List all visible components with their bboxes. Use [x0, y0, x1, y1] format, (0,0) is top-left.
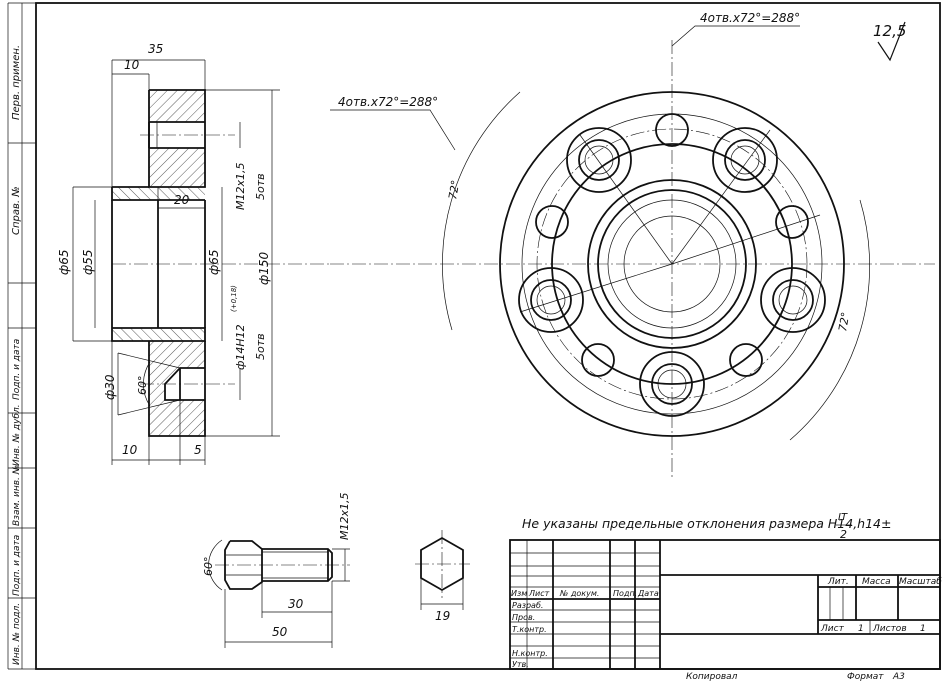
side-label-inv-podl: Инв. № подл.: [12, 603, 22, 665]
dim-phi30: ф30: [103, 374, 117, 400]
dim-35: 35: [148, 42, 163, 56]
tb-sheets-num: 1: [920, 624, 926, 634]
tb-mass: Масса: [862, 577, 891, 587]
small-hole-4: [581, 343, 615, 377]
tolerance-note: Не указаны предельные отклонения размера…: [522, 512, 891, 541]
small-hole-5: [729, 343, 763, 377]
tb-sheet: Лист: [820, 624, 845, 634]
outer-frame: [35, 2, 941, 670]
side-label-vzam: Взам. инв. №: [12, 465, 22, 526]
tb-row-razrab: Разраб.: [512, 601, 543, 610]
tb-row-tkontr: Т.контр.: [512, 625, 547, 634]
tb-header-izm: Изм: [511, 589, 527, 598]
large-hole-1: [566, 127, 632, 193]
small-hole-3: [775, 205, 809, 239]
front-view: 72° 72° 4отв.x72°=288° 4отв.x72°=288°: [330, 11, 935, 480]
dim-phi14-tol: (+0,18): [230, 285, 238, 312]
tb-sheet-num: 1: [858, 624, 864, 634]
side-label-podp1: Подп. и дата: [12, 339, 22, 400]
side-label-sprav: Справ. №: [11, 186, 22, 235]
bolt-50: 50: [272, 625, 288, 639]
dim-phi150: ф150: [257, 251, 271, 285]
dim-5otv-bottom: 5отв: [254, 333, 267, 360]
large-hole-3: [518, 267, 584, 333]
large-hole-5: [639, 351, 705, 417]
side-label-inv-dubl: Инв. № дубл.: [12, 404, 22, 466]
dim-m12-section: M12x1,5: [234, 163, 247, 211]
callout-top: 4отв.x72°=288°: [700, 11, 800, 25]
dim-5: 5: [194, 443, 202, 457]
dim-10-top: 10: [124, 58, 140, 72]
tb-sheets: Листов: [872, 624, 907, 634]
note-text: Не указаны предельные отклонения размера…: [522, 516, 891, 531]
dim-60-section: 60°: [136, 376, 149, 396]
tb-header-data: Дата: [637, 589, 659, 598]
bolt-19: 19: [435, 609, 450, 623]
note-frac-num: IT: [838, 512, 848, 523]
bolt-60: 60°: [202, 557, 215, 577]
dim-10-bottom: 10: [122, 443, 138, 457]
small-hole-2: [535, 205, 569, 239]
footer-copied: Копировал: [686, 672, 738, 682]
roughness-mark: 12,5: [873, 21, 906, 62]
dim-phi55: ф55: [81, 249, 95, 275]
dim-phi65-right: ф65: [207, 249, 221, 275]
small-hole-1: [655, 113, 689, 147]
tb-header-podp: Подп.: [613, 589, 637, 598]
tb-row-prov: Пров.: [512, 613, 535, 622]
dim-phi65-left: ф65: [57, 249, 71, 275]
tb-header-list: Лист: [528, 589, 550, 598]
dim-phi14: ф14H12: [234, 324, 247, 370]
callout-left: 4отв.x72°=288°: [338, 95, 438, 109]
side-label-podp2: Подп. и дата: [12, 535, 22, 596]
title-block: Изм Лист № докум. Подп. Дата Разраб. Про…: [509, 539, 942, 670]
dim-20: 20: [174, 193, 190, 207]
dim-5otv-top: 5отв: [254, 173, 267, 200]
bolt-view: M12x1,5 60° 30 50 19: [202, 493, 470, 648]
tb-row-nkontr: Н.контр.: [512, 649, 548, 658]
angle-72-left: 72°: [446, 179, 462, 200]
bolt-30: 30: [288, 597, 304, 611]
section-view: 35 10 20 ф65 ф55 ф65 ф150 M12x1,5 5отв ф…: [57, 42, 330, 465]
angle-72-right: 72°: [836, 311, 852, 332]
large-hole-4: [760, 267, 826, 333]
tb-header-doc: № докум.: [559, 589, 599, 598]
tb-scale: Масштаб: [899, 577, 942, 587]
footer-format-val: А3: [892, 672, 905, 682]
note-frac-den: 2: [840, 528, 847, 541]
roughness-value: 12,5: [873, 22, 906, 40]
footer-format: Формат: [847, 672, 884, 682]
large-hole-2: [712, 127, 778, 193]
bolt-m12: M12x1,5: [338, 493, 351, 541]
tb-row-utv: Утв.: [512, 660, 529, 669]
side-label-perv: Перв. примен.: [11, 45, 22, 120]
tb-lit: Лит.: [827, 577, 849, 587]
